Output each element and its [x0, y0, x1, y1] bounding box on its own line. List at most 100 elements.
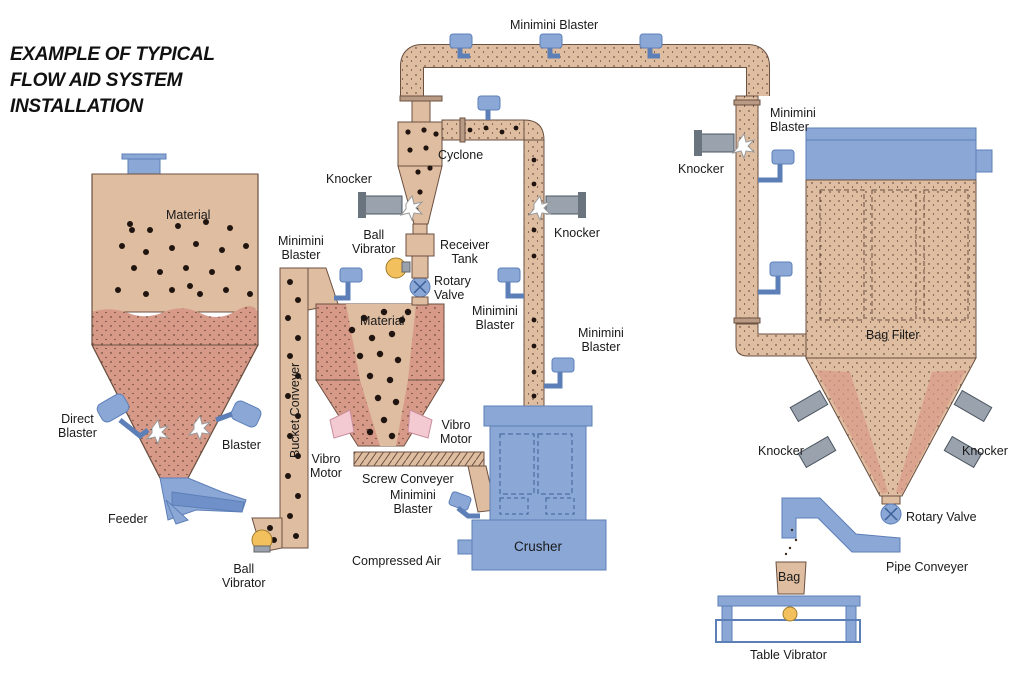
pellet: [388, 330, 396, 338]
pellet: [531, 181, 537, 187]
knocker-cyclone: [358, 192, 424, 222]
label-knocker-bag-left: Knocker: [758, 444, 804, 458]
pellet: [295, 297, 301, 303]
pellet: [376, 350, 384, 358]
pellet: [129, 227, 135, 233]
pellet: [394, 356, 402, 364]
pellet: [531, 253, 537, 259]
pellet: [380, 308, 388, 316]
pellet: [407, 147, 413, 153]
pellet: [267, 525, 273, 531]
minimini-blaster-right-1: [758, 149, 795, 183]
pellet: [287, 279, 293, 285]
label-knocker-cyclone: Knocker: [326, 172, 372, 186]
label-knocker-right-pipe: Knocker: [678, 162, 724, 176]
pellet: [197, 291, 203, 297]
label-rotary-valve-bag: Rotary Valve: [906, 510, 977, 524]
pellet: [143, 291, 149, 297]
label-knocker-bag-right: Knocker: [962, 444, 1008, 458]
knocker-riser: [527, 192, 586, 222]
vibro-motor-right: [407, 409, 433, 439]
label-bucket-conveyor: Bucket Conveyer: [288, 362, 302, 458]
pellet: [398, 316, 406, 324]
pellet: [127, 221, 133, 227]
blaster: [187, 400, 262, 442]
pellet: [193, 241, 199, 247]
minimini-blaster-top-1: [449, 33, 473, 59]
pellet: [295, 413, 301, 419]
pellet: [404, 308, 412, 316]
material-hopper: [315, 303, 445, 447]
rotary-valve: [409, 255, 431, 306]
pellet: [366, 428, 374, 436]
title-line-3: INSTALLATION: [10, 96, 143, 117]
pellet: [531, 369, 537, 375]
pellet: [119, 243, 125, 249]
knocker-bag-right: [943, 389, 993, 469]
minimini-blaster-cyclone-inlet: [477, 95, 501, 120]
pellet: [287, 513, 293, 519]
minimini-blaster-crusher: [544, 357, 575, 389]
knocker-right-pipe: [694, 130, 756, 160]
ball-vibrator-bottom: [251, 529, 273, 553]
hopper-pellets: [348, 308, 412, 440]
bag-filter: [805, 127, 993, 497]
pellet: [531, 343, 537, 349]
pipe-pellets: [467, 125, 537, 399]
pellet: [115, 287, 121, 293]
pellet: [169, 287, 175, 293]
label-bag: Bag: [778, 570, 801, 584]
knocker-bag-left: [789, 389, 837, 469]
pellet: [366, 372, 374, 380]
label-pipe-conveyor: Pipe Conveyer: [886, 560, 968, 574]
pellet: [531, 157, 537, 163]
pellet: [380, 416, 388, 424]
pellet: [499, 129, 505, 135]
diagram-title: EXAMPLE OF TYPICAL FLOW AID SYSTEM INSTA…: [10, 42, 215, 120]
pellet: [227, 225, 233, 231]
pellet: [417, 189, 423, 195]
pellet: [147, 227, 153, 233]
pellet: [356, 352, 364, 360]
material-silo: [91, 153, 259, 479]
pellet: [360, 314, 368, 322]
pellet: [415, 169, 421, 175]
pellet: [235, 265, 241, 271]
pellet: [405, 129, 411, 135]
pellet: [388, 432, 396, 440]
title-line-1: EXAMPLE OF TYPICAL: [10, 44, 215, 65]
pellet: [427, 165, 433, 171]
pellet: [531, 393, 537, 399]
table-vibrator: [715, 595, 861, 643]
pellet: [531, 317, 537, 323]
pellet: [131, 265, 137, 271]
pellet: [143, 249, 149, 255]
pellet: [467, 127, 473, 133]
pellet: [513, 125, 519, 131]
pellet: [187, 283, 193, 289]
crusher: [457, 405, 607, 571]
pellet: [209, 269, 215, 275]
silo-pellets: [115, 219, 253, 297]
cyclone: [397, 97, 443, 257]
pellet: [295, 373, 301, 379]
pellet: [421, 127, 427, 133]
label-screw-conveyor: Screw Conveyer: [362, 472, 454, 486]
pellet: [295, 335, 301, 341]
direct-blaster: [96, 393, 170, 446]
minimini-blaster-top-2: [539, 33, 563, 59]
pellet: [368, 334, 376, 342]
label-feeder: Feeder: [108, 512, 148, 526]
bag: [775, 528, 807, 595]
pellet: [223, 287, 229, 293]
minimini-blaster-bucket: [334, 267, 363, 301]
rotary-valve-bag: [880, 495, 902, 525]
